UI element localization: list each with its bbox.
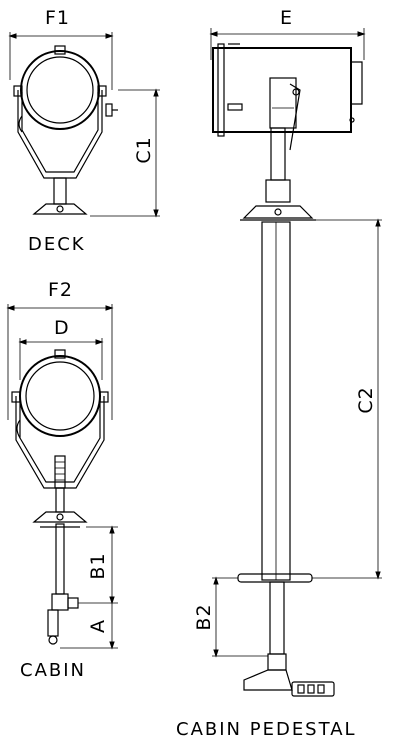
label-b2: B2: [193, 603, 215, 630]
label-c1: C1: [133, 136, 155, 163]
label-e: E: [280, 7, 293, 29]
cabin-pedestal-searchlight: [209, 28, 382, 697]
label-f2: F2: [48, 279, 73, 301]
label-b1: B1: [87, 552, 109, 579]
label-d: D: [54, 317, 70, 339]
label-a: A: [87, 619, 109, 633]
caption-cabin: CABIN: [20, 660, 86, 681]
deck-searchlight: [8, 32, 160, 218]
cabin-searchlight: [6, 304, 118, 650]
label-f1: F1: [45, 7, 70, 29]
caption-deck: DECK: [28, 234, 86, 255]
label-c2: C2: [355, 386, 377, 413]
caption-cabin-pedestal: CABIN PEDESTAL: [176, 719, 357, 740]
